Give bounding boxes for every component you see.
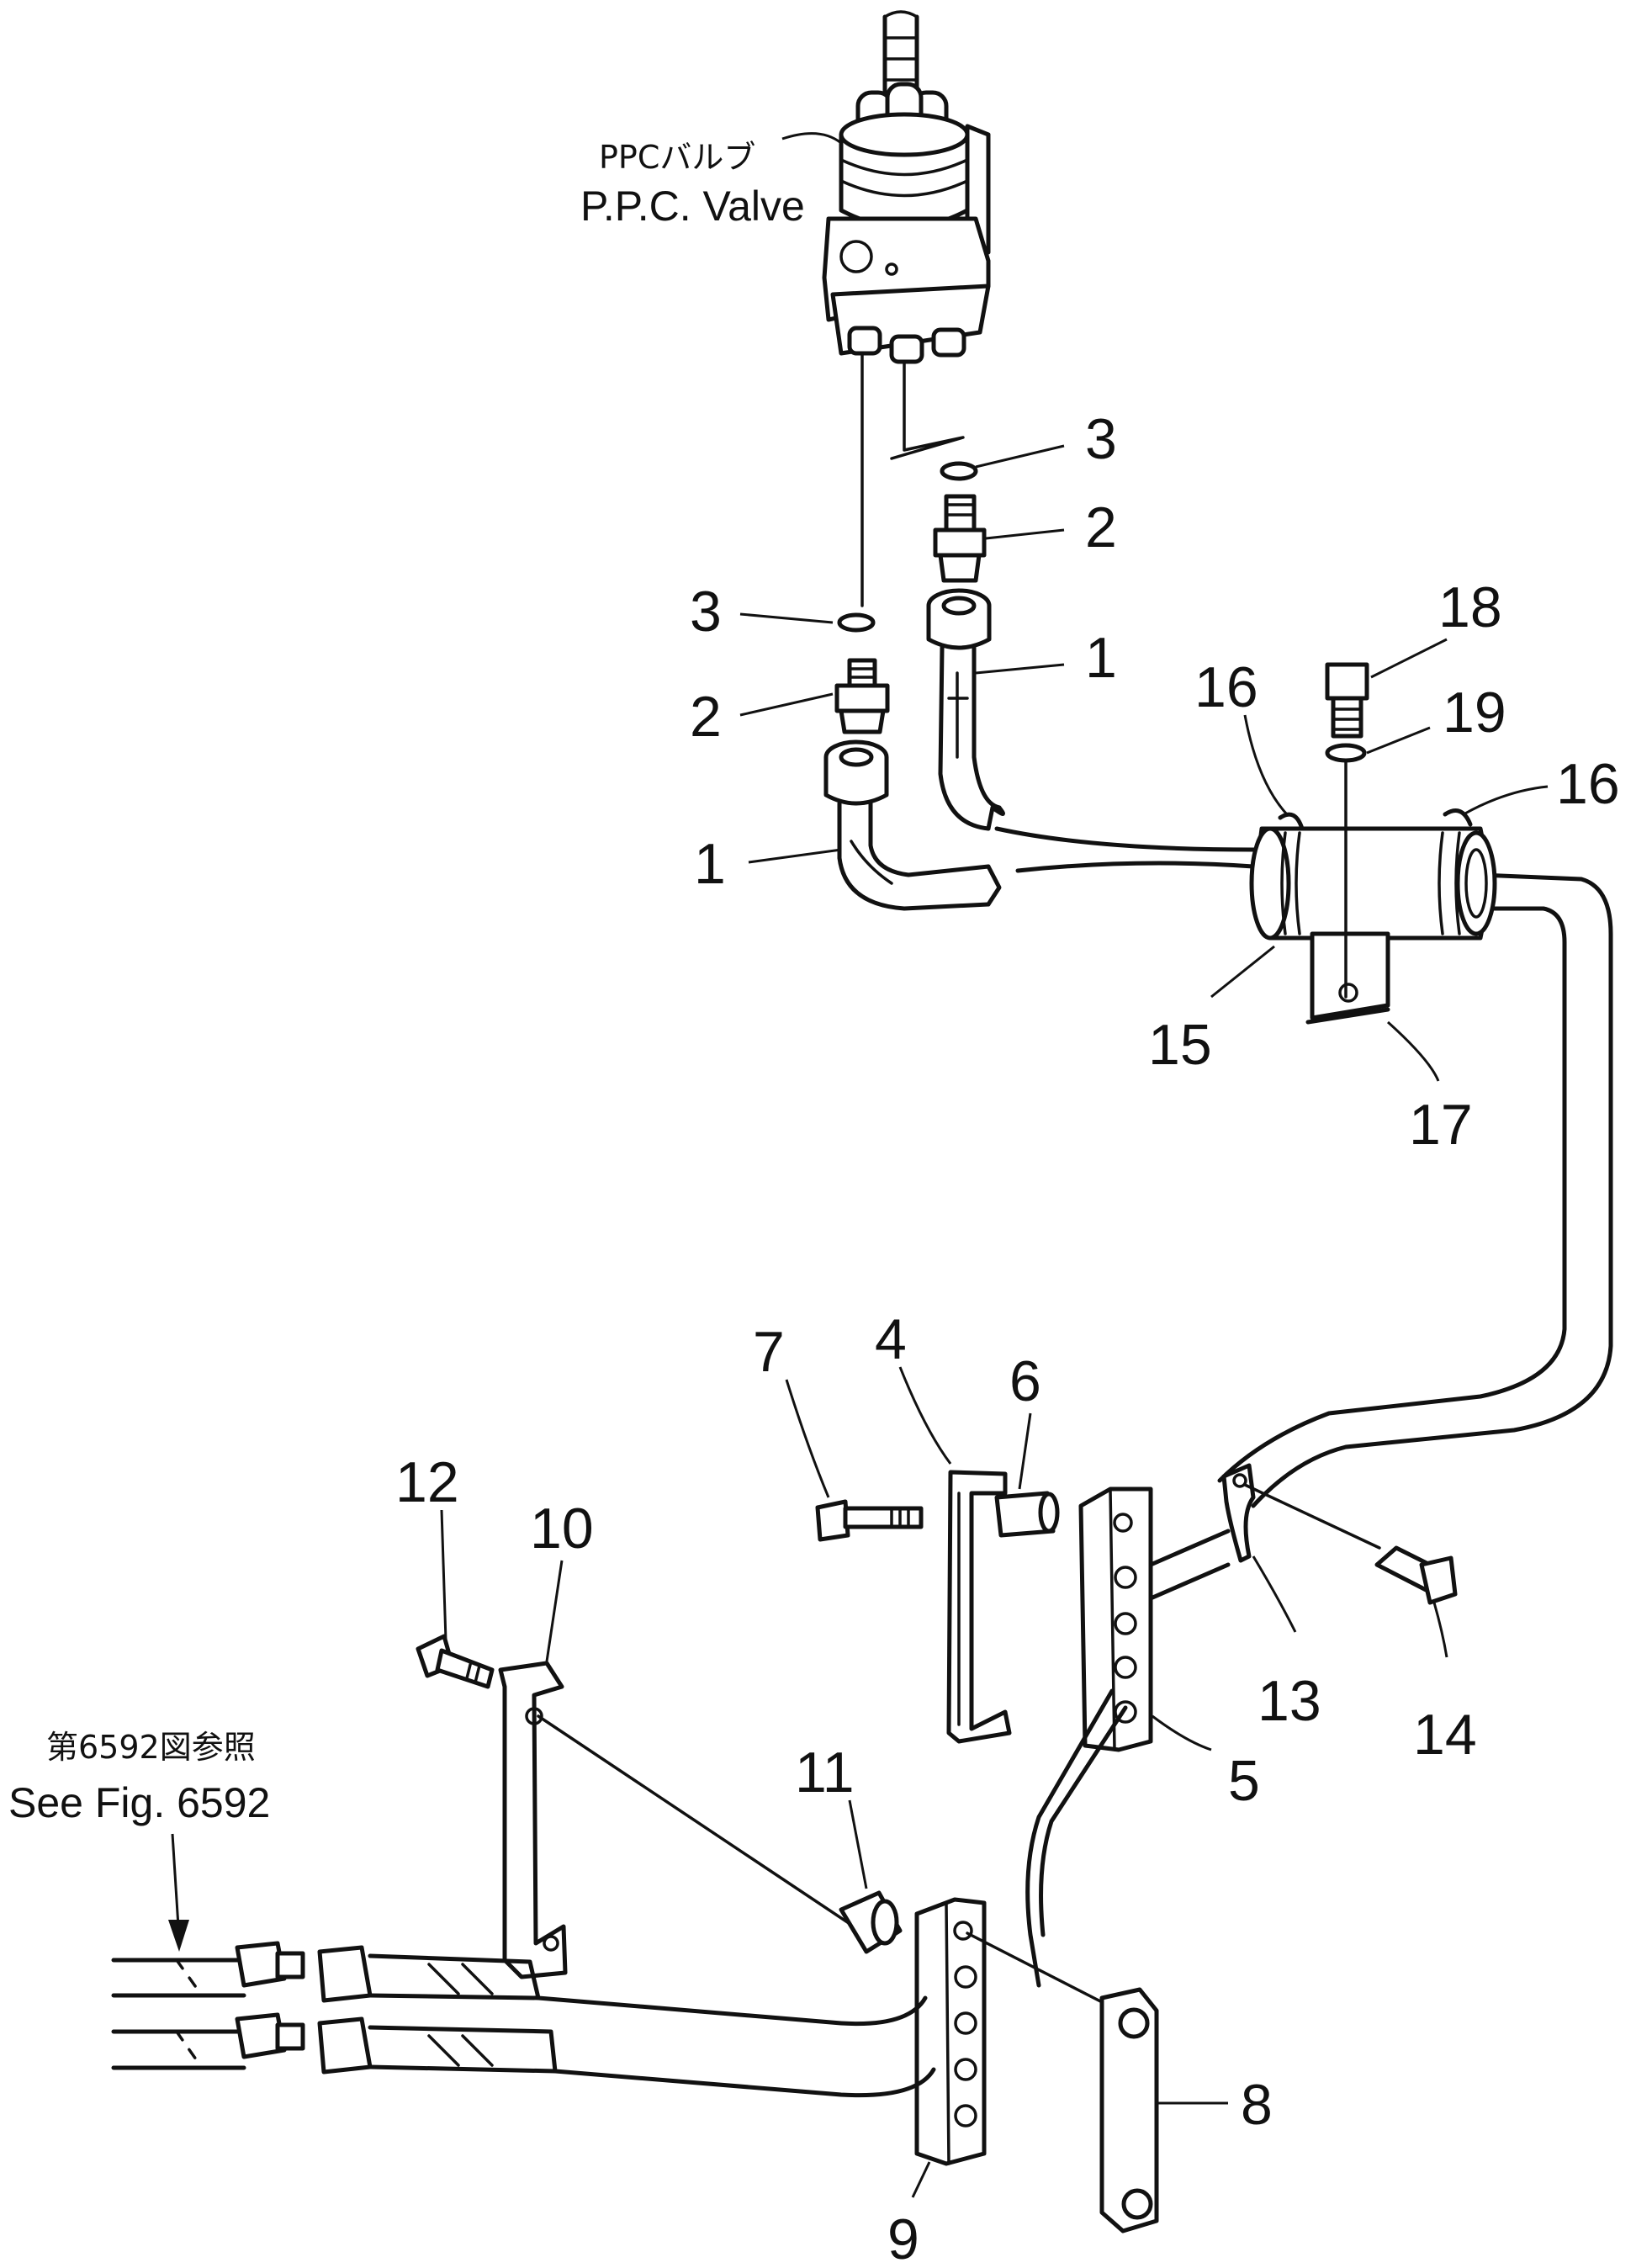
callout-6: 6 [1009,1349,1041,1413]
spacer-6 [994,1491,1060,1538]
block-5 [1078,1486,1153,1752]
callout-numbers: 3 2 3 2 1 1 18 19 16 16 15 17 7 4 6 12 1… [395,407,1620,2268]
callout-2a: 2 [1085,495,1117,559]
o-ring-3a [940,461,978,481]
reference-label-jp: 第6592図参照 [46,1729,256,1766]
callout-4: 4 [875,1307,907,1371]
bolt-14 [1374,1545,1458,1605]
bolt-7 [815,1499,924,1542]
callout-16b: 16 [1556,752,1620,816]
clamp-4 [946,1470,1012,1744]
clamp-13 [1221,1463,1256,1563]
bracket-10 [498,1661,568,1979]
callout-18: 18 [1438,575,1502,639]
port-line-right [890,360,965,460]
callout-3b: 3 [690,580,722,644]
leader-lines [440,444,1549,2198]
callout-19: 19 [1443,681,1506,745]
callout-11: 11 [795,1741,855,1804]
ppc-valve-label-jp: PPCバルブ [599,139,755,176]
ppc-valve-label-en: P.P.C. Valve [580,183,805,230]
callout-12: 12 [395,1450,459,1514]
callout-13: 13 [1258,1669,1321,1733]
callout-5: 5 [1228,1749,1260,1813]
adapter-2a [933,494,987,583]
plate-8 [1099,1987,1159,2234]
callout-7: 7 [753,1320,785,1384]
callout-8: 8 [1241,2073,1273,2137]
reference-label-en: See Fig. 6592 [8,1779,270,1826]
reference-note: 第6592図参照 See Fig. 6592 [8,1729,270,1952]
callout-1b: 1 [694,832,726,896]
clamp-assembly [1217,662,1613,1508]
callout-2b: 2 [690,685,722,749]
block-9 [914,1897,1112,2166]
callout-17: 17 [1409,1093,1473,1157]
hose-1a [926,588,1256,852]
hose-left-assembly [111,1941,936,2098]
callout-10: 10 [530,1497,594,1561]
bolt-12 [416,1634,495,1689]
ppc-valve: PPCバルブ P.P.C. Valve [580,10,991,364]
callout-1a: 1 [1085,626,1117,690]
callout-14: 14 [1413,1703,1477,1767]
callout-15: 15 [1148,1013,1212,1077]
spacer-11 [839,1890,903,1954]
hose-1b [823,739,1256,911]
adapter-2b [834,658,890,734]
callout-9: 9 [887,2207,919,2268]
callout-16a: 16 [1194,655,1258,719]
callout-3a: 3 [1085,407,1117,471]
o-ring-3b [837,612,876,633]
